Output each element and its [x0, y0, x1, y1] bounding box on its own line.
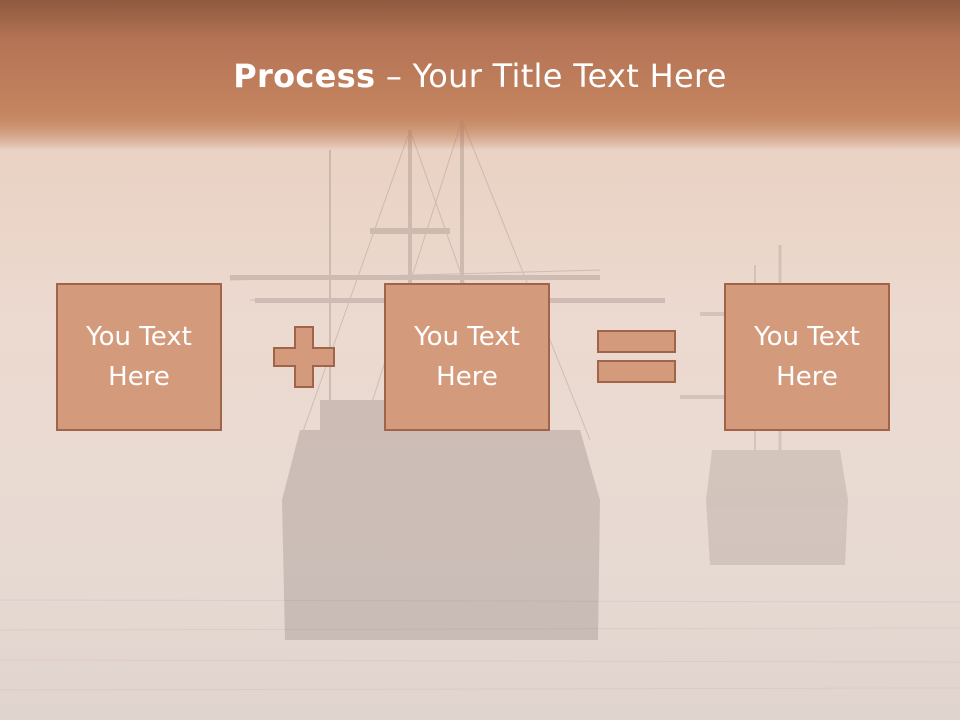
- process-box-3[interactable]: You Text Here: [724, 283, 890, 431]
- process-box-1-label: You Text Here: [86, 322, 192, 392]
- title-text: Your Title Text Here: [412, 57, 727, 95]
- plus-icon: [273, 326, 335, 388]
- slide-title: Process – Your Title Text Here: [0, 52, 960, 100]
- title-band: [0, 0, 960, 150]
- process-box-2-label: You Text Here: [414, 322, 520, 392]
- title-bold: Process: [233, 57, 376, 95]
- process-box-1[interactable]: You Text Here: [56, 283, 222, 431]
- title-separator: –: [385, 57, 403, 95]
- process-box-2[interactable]: You Text Here: [384, 283, 550, 431]
- equals-icon: [597, 330, 676, 383]
- process-box-3-label: You Text Here: [754, 322, 860, 392]
